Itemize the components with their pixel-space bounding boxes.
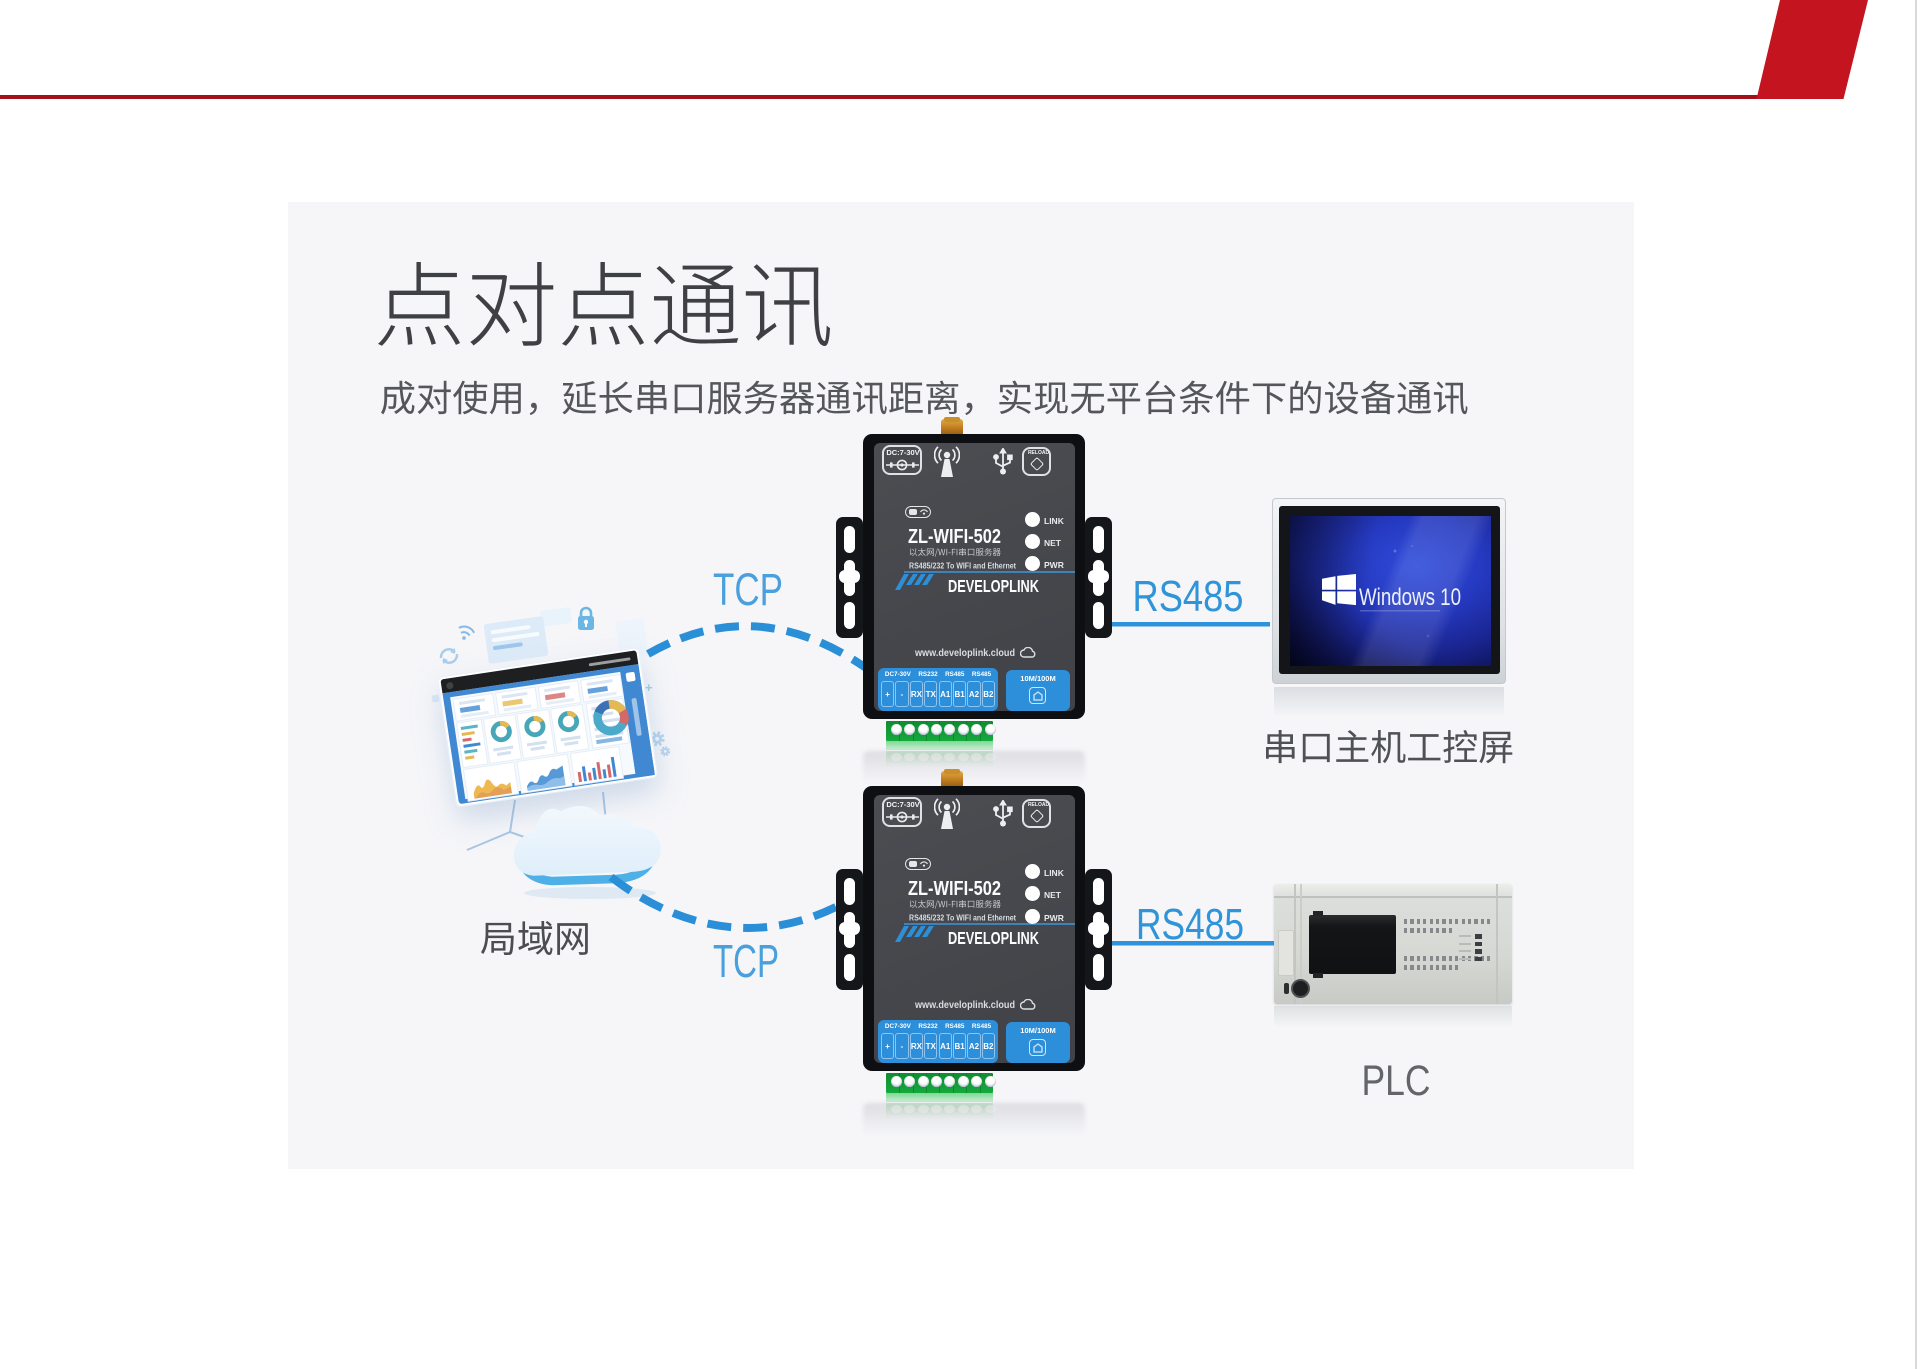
svg-text:DEVELOPLINK: DEVELOPLINK	[948, 576, 1039, 596]
svg-text:RS485: RS485	[1136, 900, 1244, 949]
svg-text:TCP: TCP	[713, 935, 779, 987]
svg-text:TCP: TCP	[713, 564, 783, 615]
svg-text:ZL-WIFI-502: ZL-WIFI-502	[908, 878, 1001, 900]
svg-text:www.developlink.cloud: www.developlink.cloud	[914, 999, 1015, 1011]
svg-text:ZL-WIFI-502: ZL-WIFI-502	[908, 526, 1001, 548]
svg-text:RS485/232 To WIFI and Ethernet: RS485/232 To WIFI and Ethernet	[909, 561, 1016, 570]
svg-text:PLC: PLC	[1362, 1057, 1431, 1105]
svg-text:RS485: RS485	[1133, 572, 1244, 621]
svg-text:RS485/232 To WIFI and Ethernet: RS485/232 To WIFI and Ethernet	[909, 914, 1016, 923]
svg-text:DEVELOPLINK: DEVELOPLINK	[948, 928, 1039, 948]
svg-text:www.developlink.cloud: www.developlink.cloud	[914, 647, 1015, 659]
svg-text:Windows 10: Windows 10	[1359, 584, 1461, 611]
